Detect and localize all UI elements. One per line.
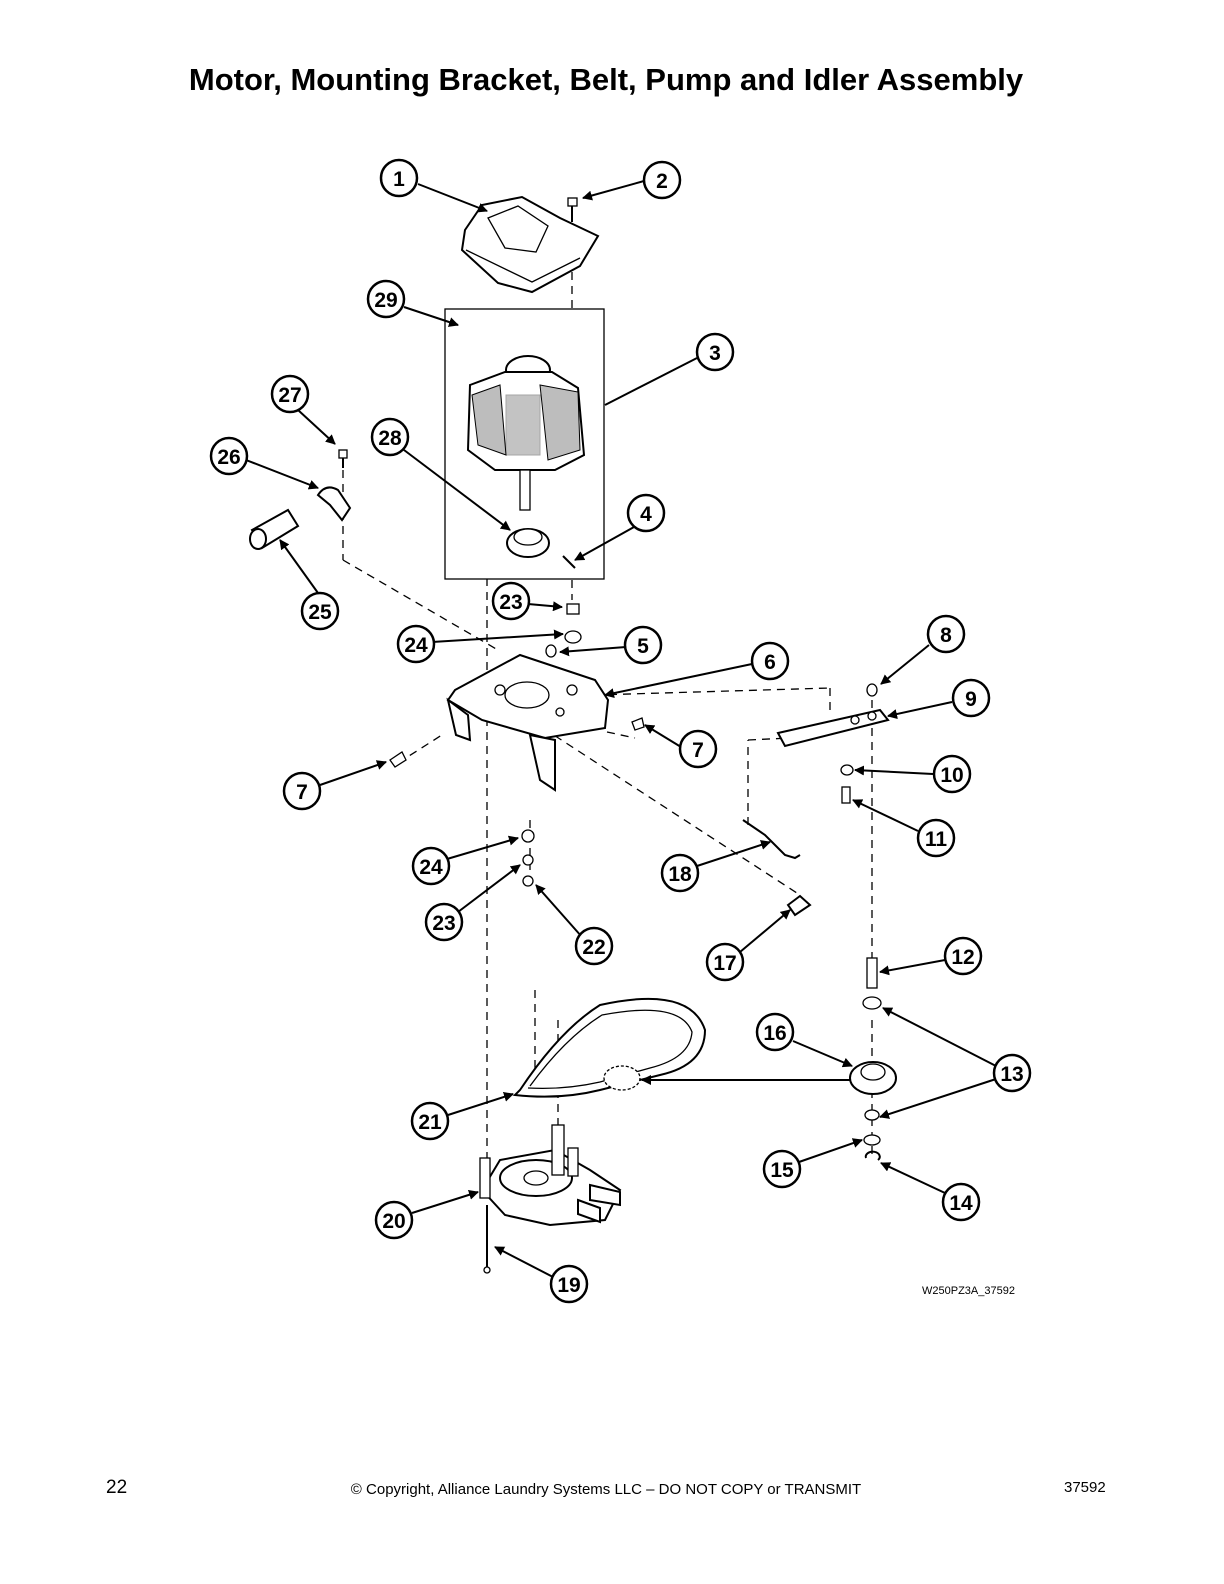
callout-26: 26 — [209, 436, 249, 476]
mounting-bracket-part — [446, 653, 610, 792]
callout-28: 28 — [370, 417, 410, 457]
svg-text:2: 2 — [656, 170, 668, 193]
callout-19: 19 — [549, 1264, 589, 1304]
page-number: 22 — [106, 1477, 128, 1498]
page-title: Motor, Mounting Bracket, Belt, Pump and … — [188, 62, 1024, 97]
bushing-lower — [521, 829, 535, 887]
svg-text:24: 24 — [419, 856, 443, 879]
callout-23-top: 23 — [491, 581, 531, 621]
washer-part-15 — [863, 1134, 881, 1146]
svg-text:1: 1 — [393, 168, 405, 191]
svg-text:7: 7 — [692, 739, 704, 762]
callout-24-bottom: 24 — [411, 846, 451, 886]
callout-24-top: 24 — [396, 624, 436, 664]
capacitor-part — [249, 508, 300, 550]
callout-11: 11 — [916, 818, 956, 858]
callout-5: 5 — [623, 625, 663, 665]
svg-text:9: 9 — [965, 688, 977, 711]
svg-text:16: 16 — [763, 1022, 786, 1045]
callout-3: 3 — [695, 332, 735, 372]
callout-leaders — [245, 180, 997, 1278]
document-number: 37592 — [1064, 1479, 1106, 1496]
callout-15: 15 — [762, 1149, 802, 1189]
callout-16: 16 — [755, 1012, 795, 1052]
callout-29: 29 — [366, 279, 406, 319]
motor-part — [466, 355, 586, 511]
svg-text:20: 20 — [382, 1210, 405, 1233]
callout-1: 1 — [379, 158, 419, 198]
copyright-notice: © Copyright, Alliance Laundry Systems LL… — [350, 1481, 862, 1498]
svg-text:21: 21 — [418, 1111, 442, 1134]
callout-22: 22 — [574, 926, 614, 966]
svg-text:4: 4 — [640, 503, 652, 526]
pump-bolt-part — [483, 1205, 491, 1274]
drawing-id: W250PZ3A_37592 — [922, 1285, 1015, 1297]
svg-text:10: 10 — [940, 764, 963, 787]
motor-cover-part — [460, 195, 600, 294]
screw-part-27 — [338, 449, 348, 468]
svg-text:27: 27 — [278, 384, 301, 407]
callout-23-bottom: 23 — [424, 902, 464, 942]
svg-text:5: 5 — [637, 635, 649, 658]
svg-text:8: 8 — [940, 624, 952, 647]
svg-text:28: 28 — [378, 427, 402, 450]
svg-text:25: 25 — [308, 601, 332, 624]
callout-8: 8 — [926, 614, 966, 654]
capacitor-clamp-part — [316, 486, 352, 522]
bushing-upper — [545, 603, 582, 658]
callout-4: 4 — [626, 493, 666, 533]
callout-13: 13 — [992, 1053, 1032, 1093]
screw-part-7b — [631, 717, 645, 731]
retaining-ring-part-14 — [864, 1150, 881, 1161]
svg-text:7: 7 — [296, 781, 308, 804]
bolt-part-11 — [841, 786, 851, 804]
drive-belt-part — [512, 997, 707, 1098]
callout-10: 10 — [932, 754, 972, 794]
callout-20: 20 — [374, 1200, 414, 1240]
idler-spring-part — [742, 819, 801, 860]
callout-2: 2 — [642, 160, 682, 200]
callout-17: 17 — [705, 942, 745, 982]
spring-clip-part — [786, 894, 812, 917]
idler-pulley-part — [849, 1061, 897, 1095]
screw-part-2 — [567, 197, 578, 222]
callout-6: 6 — [750, 641, 790, 681]
svg-text:3: 3 — [709, 342, 721, 365]
svg-text:11: 11 — [925, 828, 948, 851]
callout-12: 12 — [943, 936, 983, 976]
svg-text:12: 12 — [951, 946, 974, 969]
callout-9: 9 — [951, 678, 991, 718]
svg-text:22: 22 — [582, 936, 605, 959]
motor-pulley-part — [506, 528, 550, 558]
svg-text:23: 23 — [432, 912, 455, 935]
svg-text:14: 14 — [949, 1192, 973, 1215]
callout-21: 21 — [410, 1101, 450, 1141]
bearing-part-13 — [862, 996, 882, 1121]
idler-stud-part — [866, 957, 878, 989]
svg-text:19: 19 — [557, 1274, 580, 1297]
svg-text:15: 15 — [770, 1159, 794, 1182]
svg-text:23: 23 — [499, 591, 522, 614]
pulley-key-part — [562, 555, 576, 569]
callout-7-left: 7 — [282, 771, 322, 811]
svg-text:6: 6 — [764, 651, 776, 674]
nut-part-8 — [866, 683, 878, 697]
washer-part-10 — [840, 764, 854, 776]
callout-18: 18 — [660, 853, 700, 893]
svg-text:17: 17 — [713, 952, 736, 975]
callout-7-right: 7 — [678, 729, 718, 769]
callout-14: 14 — [941, 1182, 981, 1222]
svg-text:13: 13 — [1000, 1063, 1023, 1086]
svg-text:29: 29 — [374, 289, 397, 312]
pump-part — [479, 1124, 622, 1227]
callout-27: 27 — [270, 374, 310, 414]
callout-25: 25 — [300, 591, 340, 631]
svg-text:26: 26 — [217, 446, 240, 469]
screw-part-7a — [389, 751, 407, 768]
svg-text:24: 24 — [404, 634, 428, 657]
idler-arm-part — [776, 708, 890, 748]
svg-text:18: 18 — [668, 863, 692, 886]
